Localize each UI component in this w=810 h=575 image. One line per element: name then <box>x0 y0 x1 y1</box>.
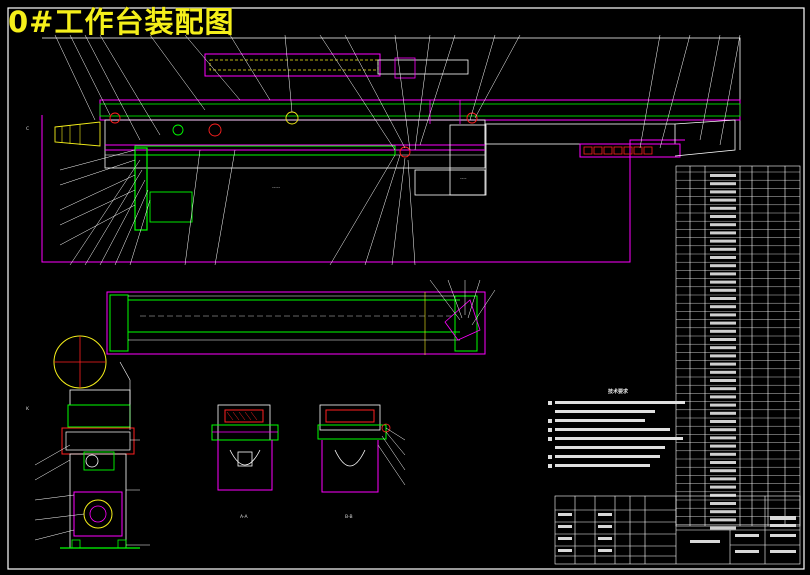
parts-list-cell <box>710 411 736 415</box>
svg-text:----: ---- <box>460 177 467 182</box>
parts-list <box>675 165 801 527</box>
parts-list-cell <box>710 313 736 317</box>
top-view <box>106 279 496 355</box>
notes-lines <box>548 399 688 475</box>
side-view: K <box>26 335 150 549</box>
parts-list-cell <box>710 370 736 374</box>
parts-list-cell <box>710 469 736 473</box>
drawing-frame <box>7 7 805 570</box>
parts-list-cell <box>710 379 736 382</box>
parts-list-cell <box>710 329 736 333</box>
parts-list-cell <box>710 239 736 243</box>
parts-list-cell <box>710 305 736 309</box>
section-a-label: A-A <box>240 514 249 520</box>
parts-list-cell <box>710 452 736 456</box>
section-b: B-B <box>317 404 406 520</box>
parts-list-cell <box>710 354 736 358</box>
parts-list-cell <box>710 264 736 268</box>
parts-list-cell <box>710 182 736 186</box>
parts-list-cell <box>710 518 736 522</box>
parts-list-cell <box>710 461 736 464</box>
svg-text:C: C <box>26 126 29 132</box>
parts-list-cell <box>710 395 736 399</box>
parts-list-cell <box>710 477 736 481</box>
parts-list-cell <box>710 338 736 341</box>
drawing-title: 0#工作台装配图 <box>8 5 235 39</box>
parts-list-cell <box>710 362 736 366</box>
technical-requirements: 技术要求 <box>548 388 688 476</box>
parts-list-cell <box>710 206 736 210</box>
parts-list-cell <box>710 223 736 227</box>
parts-list-cell <box>710 247 736 251</box>
parts-list-cell <box>710 387 736 391</box>
parts-list-cell <box>710 280 736 284</box>
parts-list-cell <box>710 428 736 432</box>
parts-list-cell <box>710 288 736 292</box>
parts-list-cell <box>710 272 736 276</box>
parts-list-cell <box>710 436 736 440</box>
parts-list-cell <box>710 190 736 194</box>
parts-list-rows <box>676 171 800 530</box>
title-block <box>554 495 801 565</box>
title-block-cells <box>558 513 796 553</box>
parts-list-cell <box>710 346 736 350</box>
parts-list-cell <box>710 420 736 423</box>
main-assembly-view: C ----- ---- <box>26 34 741 266</box>
notes-text-lines <box>548 401 685 469</box>
section-a: A-A <box>211 404 279 520</box>
parts-list-cell <box>710 215 736 218</box>
parts-list-cell <box>710 502 736 505</box>
section-b-label: B-B <box>345 514 353 520</box>
parts-list-cell <box>710 297 736 300</box>
parts-list-cell <box>710 485 736 489</box>
parts-list-cell <box>710 321 736 325</box>
parts-list-cell <box>710 510 736 514</box>
notes-heading: 技术要求 <box>607 389 628 395</box>
svg-text:K: K <box>26 406 30 412</box>
svg-text:-----: ----- <box>272 186 280 191</box>
parts-list-cell <box>710 403 736 407</box>
parts-list-cell <box>710 256 736 259</box>
parts-list-cell <box>710 444 736 448</box>
parts-list-cell <box>710 198 736 202</box>
parts-list-cell <box>710 493 736 497</box>
parts-list-cell <box>710 231 736 235</box>
parts-list-cell <box>710 174 736 177</box>
parts-list-cell <box>710 526 736 530</box>
